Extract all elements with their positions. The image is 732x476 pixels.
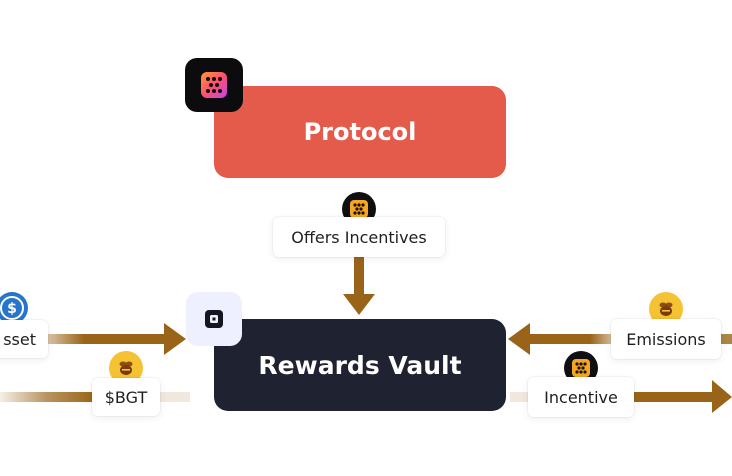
arrow-incentive-out (510, 380, 732, 413)
protocol-label: Protocol (303, 118, 417, 146)
rewards-vault-node: Rewards Vault (214, 319, 506, 411)
vault-icon (186, 292, 242, 346)
incentive-text: Incentive (544, 387, 618, 407)
rewards-vault-label: Rewards Vault (258, 350, 462, 380)
offers-incentives-text: Offers Incentives (291, 227, 427, 247)
usdc-icon: $ (0, 292, 28, 324)
protocol-node: Protocol (214, 86, 506, 178)
bgt-label: $BGT (92, 378, 160, 416)
incentive-label: Incentive (528, 377, 634, 417)
emissions-label: Emissions (611, 319, 721, 359)
protocol-logo-icon (185, 58, 243, 112)
svg-text:$: $ (7, 301, 17, 317)
arrow-bgt-out (0, 392, 190, 402)
emissions-text: Emissions (626, 329, 706, 349)
bgt-text: $BGT (104, 387, 148, 407)
arrow-offers-to-vault (343, 257, 375, 315)
arrow-asset-to-vault (40, 323, 186, 355)
arrow-emissions-to-vault (508, 323, 732, 355)
asset-text: sset (3, 329, 36, 349)
offers-incentives-label: Offers Incentives (273, 217, 445, 257)
asset-label: sset (0, 320, 48, 358)
